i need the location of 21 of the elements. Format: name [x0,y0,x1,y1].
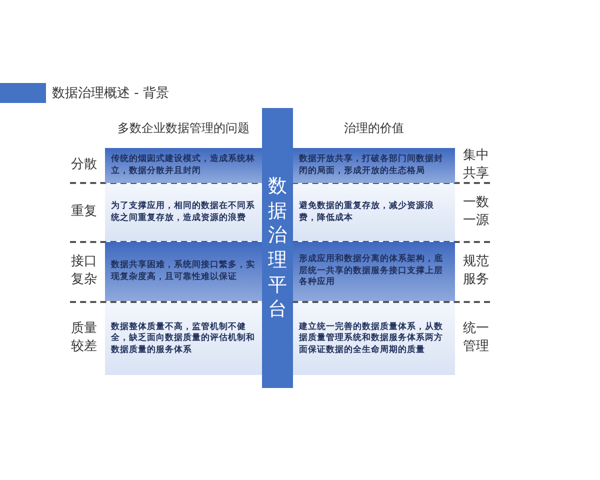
column-header: 治理的价值 [343,120,405,137]
problem-text: 为了支撑应用，相同的数据在不同系统之间重复存放，造成资源的浪费 [105,184,262,241]
row-label: 分散 [70,156,98,174]
column-header: 多数企业数据管理的问题 [116,120,250,137]
row-label: 集中共享 [462,146,490,183]
row-label: 统一管理 [462,320,490,356]
row-label: 接口复杂 [70,252,98,289]
row-label: 一数一源 [462,194,490,230]
problem-text: 数据共享困难，系统间接口繁多，实现复杂度高，且可靠性难以保证 [105,242,262,301]
platform-band [262,108,293,388]
platform-title: 数据治理平台 [268,174,288,322]
row-label: 规范服务 [462,252,490,289]
value-text: 避免数据的重复存放，减少资源浪费，降低成本 [293,184,455,241]
value-text: 建立统一完善的数据质量体系，从数据质量管理系统和数据服务体系两方面保证数据的全生命周期的质量 [293,303,455,375]
value-text: 形成应用和数据分离的体系架构，底层统一共享的数据服务接口支撑上层各种应用 [293,242,455,301]
row-label: 质量较差 [70,320,98,356]
title: 数据治理概述 - 背景 [52,85,169,102]
problem-text: 传统的烟囱式建设模式，造成系统林立，数据分散并且封闭 [105,148,262,183]
problem-text: 数据整体质量不高，监管机制不健全，缺乏面向数据质量的评估机制和数据质量的服务体系 [105,303,262,375]
value-text: 数据开放共享，打破各部门间数据封闭的局面，形成开放的生态格局 [293,148,455,183]
row-label: 重复 [70,202,98,220]
